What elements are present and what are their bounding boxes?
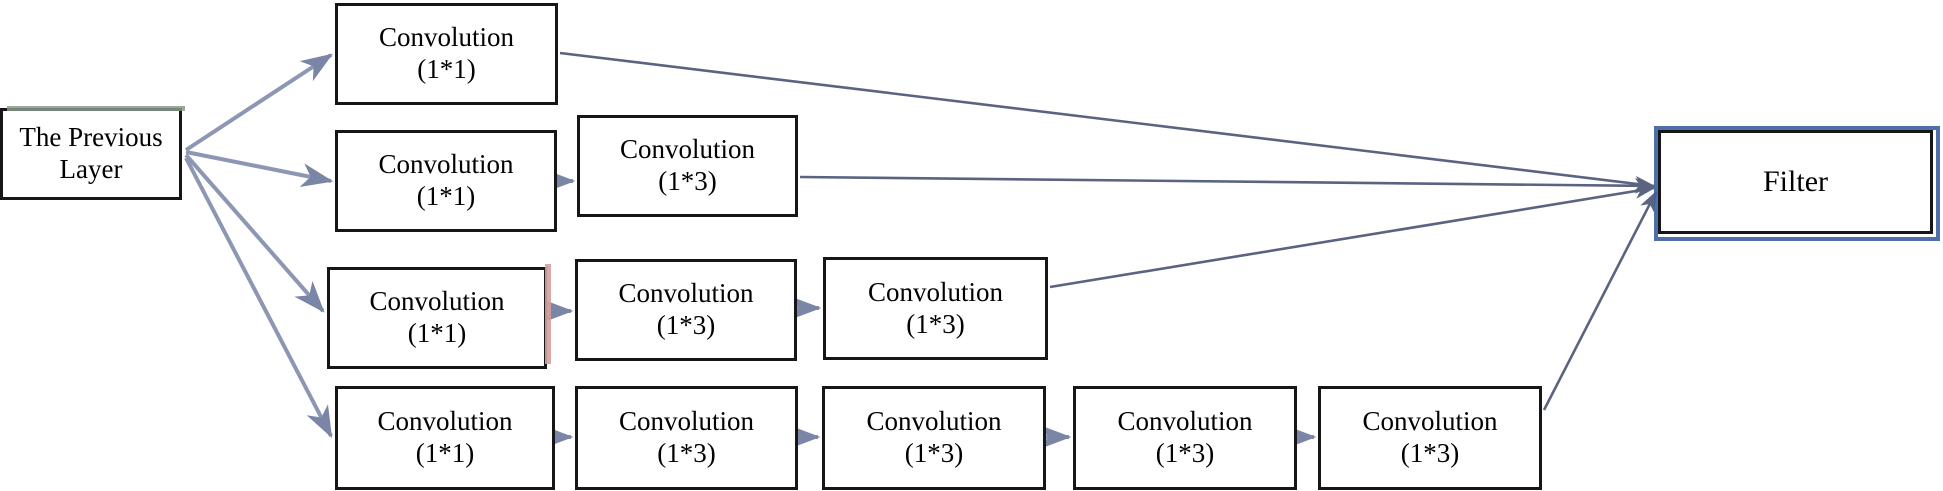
node-label-line2: (1*3) bbox=[1155, 438, 1215, 468]
node-label-line1: Convolution bbox=[618, 406, 754, 437]
node-label-line1: Convolution bbox=[369, 286, 505, 317]
node-label-line2: (1*1) bbox=[407, 318, 467, 348]
edge-b4-n5-to-filter bbox=[1542, 190, 1658, 411]
node-convolution-b4-n4[interactable]: Convolution(1*3) bbox=[1073, 386, 1297, 490]
node-convolution-b4-n1[interactable]: Convolution(1*1) bbox=[335, 386, 555, 490]
node-convolution-b3-n2[interactable]: Convolution(1*3) bbox=[575, 259, 797, 361]
node-convolution-b1-n1[interactable]: Convolution(1*1) bbox=[335, 3, 558, 105]
edge-previous-layer-to-b2-n1 bbox=[185, 150, 334, 187]
node-label-line1: Convolution bbox=[377, 406, 513, 437]
edge-b2-n2-to-filter bbox=[799, 175, 1656, 194]
edge-previous-layer-to-b3-n1 bbox=[184, 153, 325, 313]
node-label-line1: Convolution bbox=[619, 134, 755, 165]
node-convolution-b2-n1[interactable]: Convolution(1*1) bbox=[335, 130, 557, 232]
node-convolution-b4-n3[interactable]: Convolution(1*3) bbox=[822, 386, 1046, 490]
node-label-line1: Convolution bbox=[1362, 406, 1498, 437]
node-label-line2: (1*3) bbox=[658, 166, 717, 196]
node-label-line1: The Previous bbox=[19, 122, 163, 153]
node-label-line2: (1*3) bbox=[656, 310, 716, 340]
node-convolution-b4-n2[interactable]: Convolution(1*3) bbox=[575, 386, 798, 490]
node-label-line2: Layer bbox=[59, 154, 123, 184]
node-convolution-b3-n3[interactable]: Convolution(1*3) bbox=[823, 257, 1048, 360]
node-label-line1: Convolution bbox=[866, 406, 1002, 437]
node-label-line2: (1*3) bbox=[904, 438, 964, 468]
node-label-line1: Convolution bbox=[378, 149, 514, 180]
node-label-line1: Convolution bbox=[618, 278, 754, 309]
edge-b3-n3-to-filter bbox=[1049, 183, 1656, 289]
edge-previous-layer-to-b1-n1 bbox=[184, 53, 334, 152]
node-filter[interactable]: Filter bbox=[1654, 126, 1940, 241]
edge-previous-layer-to-b4-n1 bbox=[184, 157, 333, 439]
node-label-filter: Filter bbox=[1763, 165, 1828, 199]
node-label-line1: Convolution bbox=[378, 22, 514, 53]
node-previous-layer[interactable]: The Previous Layer bbox=[0, 106, 185, 200]
node-label-line2: (1*3) bbox=[1400, 438, 1460, 468]
node-convolution-b3-n1[interactable]: Convolution(1*1) bbox=[327, 264, 551, 369]
node-label-line2: (1*1) bbox=[416, 181, 476, 211]
node-label-line2: (1*3) bbox=[906, 308, 965, 339]
node-convolution-b2-n2[interactable]: Convolution(1*3) bbox=[577, 115, 798, 217]
node-convolution-b4-n5[interactable]: Convolution(1*3) bbox=[1318, 386, 1542, 490]
node-label-line1: Convolution bbox=[1117, 406, 1253, 437]
node-label-line2: (1*1) bbox=[415, 438, 475, 468]
node-label-line2: (1*3) bbox=[657, 438, 716, 468]
node-label-line1: Convolution bbox=[867, 276, 1003, 307]
node-label-line2: (1*1) bbox=[417, 54, 476, 84]
